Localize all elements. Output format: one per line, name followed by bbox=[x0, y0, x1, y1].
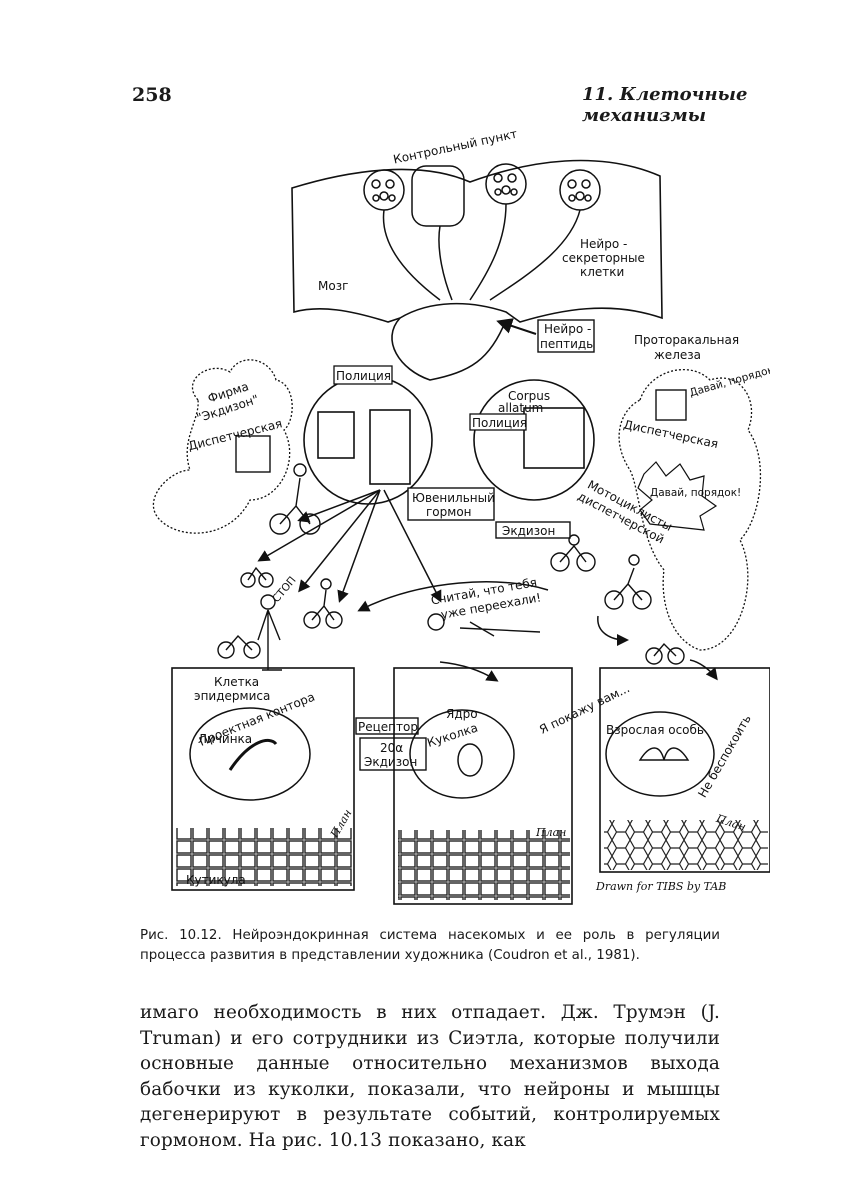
label-dispatcher-right: Диспетчерская bbox=[622, 417, 719, 451]
label-davai-mid: Давай, порядок! bbox=[650, 487, 741, 499]
caption-text: Нейроэндокринная система насекомых и ее … bbox=[140, 928, 720, 963]
label-cuticle: Кутикула bbox=[186, 873, 246, 887]
label-davai-top: Давай, порядок! bbox=[688, 363, 770, 400]
label-cell-1: Клетка bbox=[214, 675, 259, 689]
label-ecdysone-2: Экдизон bbox=[364, 755, 417, 769]
corpus-cardiacum-circle bbox=[303, 375, 433, 505]
label-adult: Взрослая особь bbox=[606, 723, 704, 737]
panel-pupa bbox=[393, 667, 573, 905]
label-corpus-1: Corpus bbox=[508, 389, 550, 403]
label-juvenile-1: Ювенильный bbox=[412, 491, 495, 505]
label-larva: Личинка bbox=[198, 732, 252, 746]
neurosecretory-cell-icon bbox=[363, 163, 601, 301]
label-stop: СТОП bbox=[270, 574, 298, 605]
label-police-right: Полиция bbox=[472, 416, 527, 430]
label-neurosecretory-3: клетки bbox=[580, 265, 624, 279]
label-nucleus: Ядро bbox=[446, 707, 478, 721]
cuticle-bricks-2 bbox=[398, 830, 570, 900]
corpus-allatum-circle bbox=[473, 379, 595, 501]
label-neurosecretory-2: секреторные bbox=[562, 251, 645, 265]
credit: Drawn for TIBS by TAB bbox=[595, 880, 726, 893]
panel-adult bbox=[599, 667, 770, 873]
label-receptor: Рецептор bbox=[358, 720, 418, 734]
body-text: имаго необходимость в них отпадает. Дж. … bbox=[140, 1000, 720, 1153]
body-paragraph: имаго необходимость в них отпадает. Дж. … bbox=[140, 1002, 720, 1151]
figure-caption: Рис. 10.12. Нейроэндокринная система нас… bbox=[140, 926, 720, 966]
label-juvenile-2: гормон bbox=[426, 505, 472, 519]
label-ecdysone: Экдизон bbox=[502, 524, 555, 538]
label-brain: Мозг bbox=[318, 279, 348, 293]
label-prothoracic-2: железа bbox=[654, 348, 701, 362]
ganglion-outline bbox=[391, 317, 507, 381]
label-20-alpha: 20α bbox=[380, 741, 403, 755]
running-head: 11. Клеточные механизмы bbox=[582, 84, 748, 126]
adult-cuticle-hex bbox=[604, 820, 768, 870]
brain-banner bbox=[291, 159, 663, 323]
neuropeptides-box bbox=[537, 319, 595, 353]
cloud-right bbox=[618, 368, 762, 651]
caption-number: Рис. 10.12. bbox=[140, 928, 222, 943]
label-neuropeptides-1: Нейро - bbox=[544, 322, 591, 336]
cuticle-bricks bbox=[176, 828, 352, 886]
label-pupa: Куколка bbox=[425, 720, 479, 750]
cyclist-icon bbox=[217, 463, 685, 671]
label-corpus-2: allatum bbox=[498, 401, 543, 415]
label-neuropeptides-2: пептиды bbox=[540, 337, 596, 351]
label-prothoracic-1: Проторакальная bbox=[634, 333, 739, 347]
label-dont-worry: Не беспокоить bbox=[695, 712, 754, 800]
label-neurosecretory-1: Нейро - bbox=[580, 237, 627, 251]
cartoon-figure: Контрольный пункт Нейро - секреторные кл… bbox=[152, 127, 770, 905]
panel-larva bbox=[171, 667, 355, 891]
page-number: 258 bbox=[132, 84, 172, 106]
cloud-left bbox=[152, 359, 293, 534]
label-control-point: Контрольный пункт bbox=[392, 127, 519, 167]
label-police-left: Полиция bbox=[336, 369, 391, 383]
label-cell-2: эпидермиса bbox=[194, 689, 270, 703]
